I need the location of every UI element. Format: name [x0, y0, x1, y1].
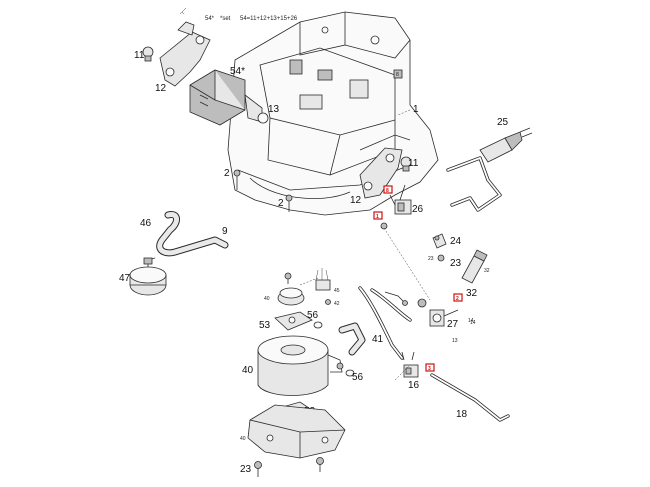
label-41: 41: [372, 334, 384, 345]
inlet-hose: [156, 210, 229, 257]
svg-text:8: 8: [386, 188, 389, 194]
screw-11a: [142, 46, 154, 62]
pump-bracket: [159, 21, 211, 87]
label-23b: 23: [450, 258, 462, 269]
label-24: 24: [450, 236, 462, 247]
label-32a: 32: [484, 268, 490, 274]
oring-small: [380, 222, 388, 230]
housing-mark: 8: [396, 72, 399, 78]
note-star-a: 54*: [205, 16, 215, 22]
foot-23: [316, 457, 324, 472]
switch-26: [389, 184, 412, 215]
label-12a: 12: [155, 83, 167, 94]
label-25: 25: [497, 117, 509, 128]
screw-2a: [233, 169, 241, 190]
connector-45: [315, 268, 331, 291]
clamp-24: [432, 233, 447, 249]
power-cord: [446, 127, 533, 212]
screw-23-right: [437, 254, 445, 262]
badge-1: 1: [373, 211, 383, 220]
label-14: 14: [470, 320, 476, 326]
washer-56b: [345, 369, 355, 377]
label-54: 54*: [230, 66, 245, 77]
label-47: 47: [119, 273, 131, 284]
screw-11b: [400, 156, 412, 172]
label-13-small: 13: [452, 338, 458, 344]
water-filter: [129, 257, 167, 296]
gasket-53-top: [274, 311, 313, 331]
badge-2: 2: [453, 293, 463, 302]
note-formula: 54=11+12+13+15+26: [240, 16, 298, 22]
label-27: 27: [447, 319, 459, 330]
badge-3: 3: [425, 363, 435, 372]
right-bracket: [359, 147, 403, 199]
label-40c: 40: [240, 436, 246, 442]
label-56b: 56: [352, 372, 364, 383]
label-46: 46: [140, 218, 152, 229]
screw-2b: [285, 194, 293, 212]
label-40a: 40: [264, 296, 270, 302]
wire-harness: [358, 286, 412, 360]
label-11b: 11: [408, 158, 419, 169]
valve-16: [401, 351, 419, 378]
label-45: 45: [334, 288, 340, 294]
screw-23-top: [284, 272, 292, 284]
base-plate-40: [247, 404, 346, 459]
label-1: 1: [413, 104, 419, 115]
label-14-small: 14: [468, 318, 474, 324]
set-note: 54* *set 54=11+12+13+15+26: [179, 7, 298, 22]
label-23a: 23: [240, 464, 252, 475]
cap-40: [277, 287, 305, 306]
label-16: 16: [408, 380, 420, 391]
label-13: 13: [268, 104, 280, 115]
label-2a: 2: [224, 168, 230, 179]
badge-8: 8: [383, 185, 393, 194]
label-23c: 23: [428, 256, 434, 262]
label-32b: 32: [466, 288, 478, 299]
label-40b: 40: [242, 365, 254, 376]
washer-56a: [313, 321, 323, 329]
label-56a: 56: [307, 310, 319, 321]
steam-hose: [338, 322, 366, 356]
note-star-b: *set: [220, 16, 231, 22]
screw-23-bottom: [254, 461, 262, 477]
steam-pipe-18: [430, 373, 510, 422]
label-11a: 11: [134, 50, 145, 61]
svg-text:2: 2: [456, 296, 459, 302]
svg-text:1: 1: [376, 214, 379, 220]
label-53a: 53: [259, 320, 271, 331]
nut-42: [325, 299, 331, 305]
label-2b: 2: [278, 198, 284, 209]
svg-text:3: 3: [428, 366, 431, 372]
heating-element-32: [461, 249, 488, 284]
label-9: 9: [222, 226, 228, 237]
boiler-40: [257, 335, 344, 396]
label-42: 42: [334, 301, 340, 307]
label-18: 18: [456, 409, 468, 420]
label-12b: 12: [350, 195, 362, 206]
label-26: 26: [412, 204, 424, 215]
valve-27: [417, 298, 459, 327]
vibration-pump: [189, 69, 269, 126]
